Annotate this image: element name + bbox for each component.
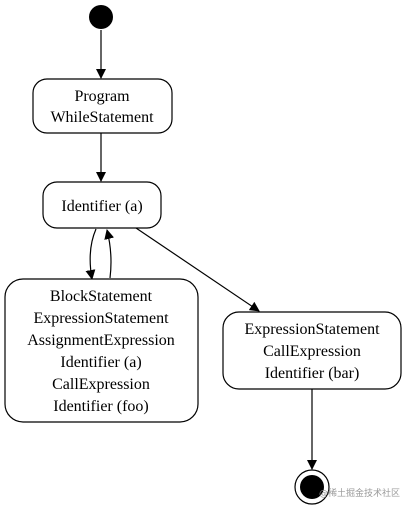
node-expr-line: Identifier (bar)	[265, 365, 360, 382]
node-identifier-a-line: Identifier (a)	[61, 198, 142, 215]
node-expr-line: ExpressionStatement	[244, 321, 380, 338]
edge-block-to-identifier	[104, 229, 115, 279]
node-block-line: CallExpression	[52, 376, 150, 393]
node-block-line: ExpressionStatement	[33, 310, 169, 327]
node-expression-statement: ExpressionStatement CallExpression Ident…	[222, 311, 402, 390]
node-expr-line: CallExpression	[263, 343, 361, 360]
node-block-line: AssignmentExpression	[27, 332, 175, 349]
edge-identifier-to-block	[85, 228, 97, 280]
node-program-line: Program	[74, 88, 130, 105]
start-state	[89, 5, 113, 29]
node-program: Program WhileStatement	[32, 78, 173, 134]
node-block-line: Identifier (a)	[60, 354, 141, 371]
edge-identifier-to-expr	[135, 227, 260, 312]
node-block-statement: BlockStatement ExpressionStatement Assig…	[4, 278, 199, 423]
node-block-line: Identifier (foo)	[53, 398, 149, 415]
watermark-text: @稀土掘金技术社区	[319, 487, 400, 499]
end-state	[294, 469, 330, 505]
node-block-line: BlockStatement	[50, 288, 153, 305]
node-identifier-a: Identifier (a)	[42, 181, 162, 229]
node-program-line: WhileStatement	[50, 109, 154, 126]
